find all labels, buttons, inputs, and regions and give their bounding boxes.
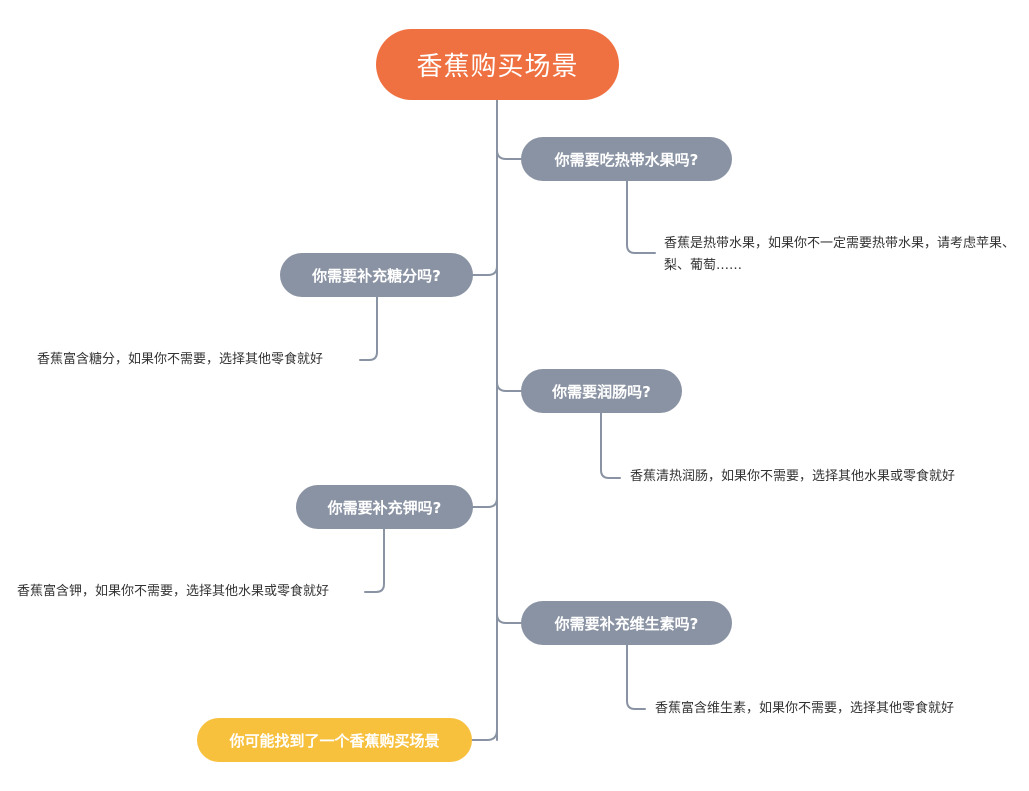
note-vitamin: 香蕉富含维生素，如果你不需要，选择其他零食就好 — [655, 701, 955, 716]
note-potassium: 香蕉富含钾，如果你不需要，选择其他水果或零食就好 — [17, 584, 330, 599]
question-node-potassium[interactable]: 你需要补充钾吗? — [296, 485, 473, 529]
note-line-2 — [359, 296, 378, 361]
root-node[interactable]: 香蕉购买场景 — [376, 29, 619, 100]
note-bowel: 香蕉清热润肠，如果你不需要，选择其他水果或零食就好 — [630, 469, 956, 484]
note-tropical-fruit: 香蕉是热带水果，如果你不一定需要热带水果，请考虑苹果、梨、葡萄…… — [664, 236, 1016, 273]
branch-line-5 — [496, 613, 522, 624]
branch-line-2 — [472, 265, 498, 276]
conclusion-node[interactable]: 你可能找到了一个香蕉购买场景 — [197, 718, 472, 762]
note-line-3 — [600, 412, 621, 479]
branch-line-4 — [472, 497, 498, 508]
branch-line-end — [471, 729, 498, 741]
note-line-5 — [626, 644, 646, 710]
branch-line-1 — [496, 149, 522, 160]
note-line-1 — [626, 180, 656, 254]
question-node-tropical-fruit[interactable]: 你需要吃热带水果吗? — [521, 137, 732, 181]
note-sugar: 香蕉富含糖分，如果你不需要，选择其他零食就好 — [37, 352, 324, 367]
question-node-bowel[interactable]: 你需要润肠吗? — [521, 369, 682, 413]
note-line-4 — [364, 528, 385, 593]
question-node-vitamin[interactable]: 你需要补充维生素吗? — [521, 601, 732, 645]
question-node-sugar[interactable]: 你需要补充糖分吗? — [280, 253, 473, 297]
branch-line-3 — [496, 381, 522, 392]
